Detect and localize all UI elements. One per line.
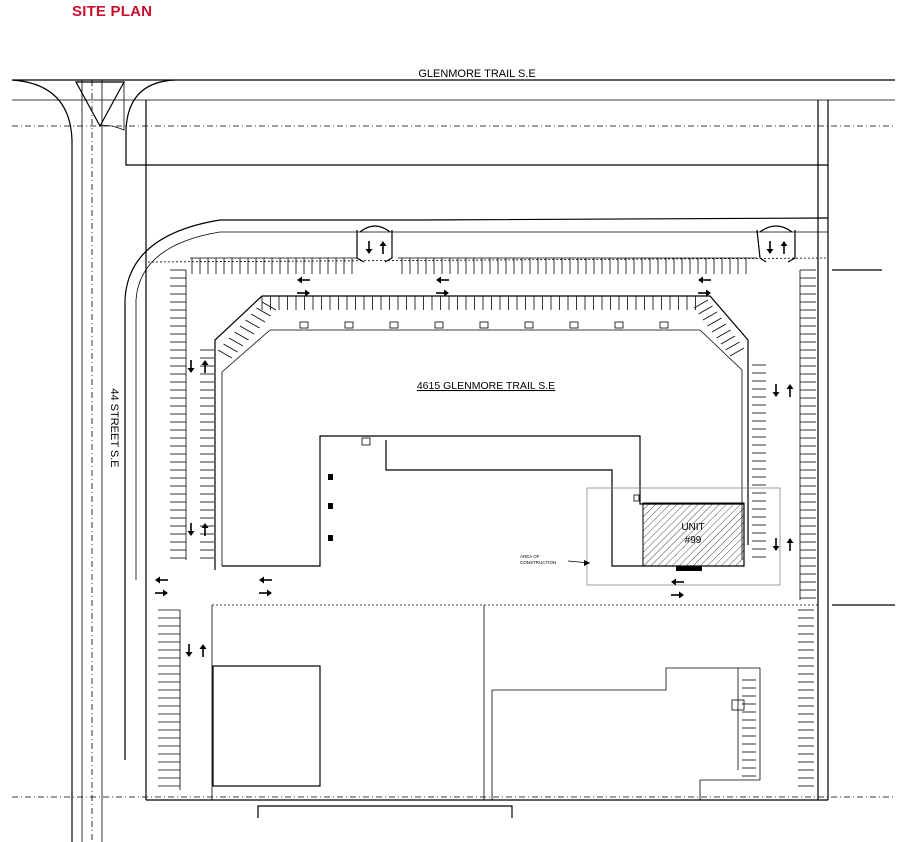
construction-note-line2: CONSTRUCTION (520, 560, 556, 565)
direction-arrow-icon (155, 589, 168, 597)
direction-arrow-icon (436, 276, 449, 284)
direction-arrow-icon (297, 276, 310, 284)
direction-arrow-icon (698, 289, 711, 297)
direction-arrow-icon (185, 644, 193, 657)
direction-arrow-icon (259, 576, 272, 584)
direction-arrow-icon (201, 360, 209, 373)
direction-arrow-icon (201, 523, 209, 536)
direction-arrow-icon (671, 591, 684, 599)
direction-arrow-icon (297, 289, 310, 297)
direction-arrow-icon (786, 538, 794, 551)
direction-arrow-icon (671, 578, 684, 586)
traffic-arrows (155, 241, 794, 657)
direction-arrow-icon (766, 241, 774, 254)
direction-arrow-icon (187, 360, 195, 373)
direction-arrow-icon (772, 538, 780, 551)
direction-arrow-icon (698, 276, 711, 284)
44-street-label: 44 STREET S.E (108, 388, 120, 467)
direction-arrow-icon (187, 523, 195, 536)
direction-arrow-icon (772, 384, 780, 397)
unit-label-line2: #99 (685, 535, 702, 546)
direction-arrow-icon (786, 384, 794, 397)
direction-arrow-icon (379, 241, 387, 254)
page-title: SITE PLAN (72, 3, 153, 20)
parking-islands (356, 225, 796, 263)
direction-arrow-icon (199, 644, 207, 657)
direction-arrow-icon (259, 589, 272, 597)
direction-arrow-icon (436, 289, 449, 297)
building-address-label: 4615 GLENMORE TRAIL S.E (417, 380, 555, 392)
unit-99-area (642, 502, 745, 567)
main-building (214, 295, 781, 586)
road-lines (11, 79, 895, 842)
direction-arrow-icon (365, 241, 373, 254)
parking-stalls (158, 257, 816, 790)
lower-lots (211, 604, 818, 800)
unit-label-line1: UNIT (681, 522, 704, 533)
direction-arrow-icon (780, 241, 788, 254)
glenmore-trail-label: GLENMORE TRAIL S.E (418, 68, 535, 80)
direction-arrow-icon (155, 576, 168, 584)
construction-note-line1: AREA OF (520, 554, 540, 559)
